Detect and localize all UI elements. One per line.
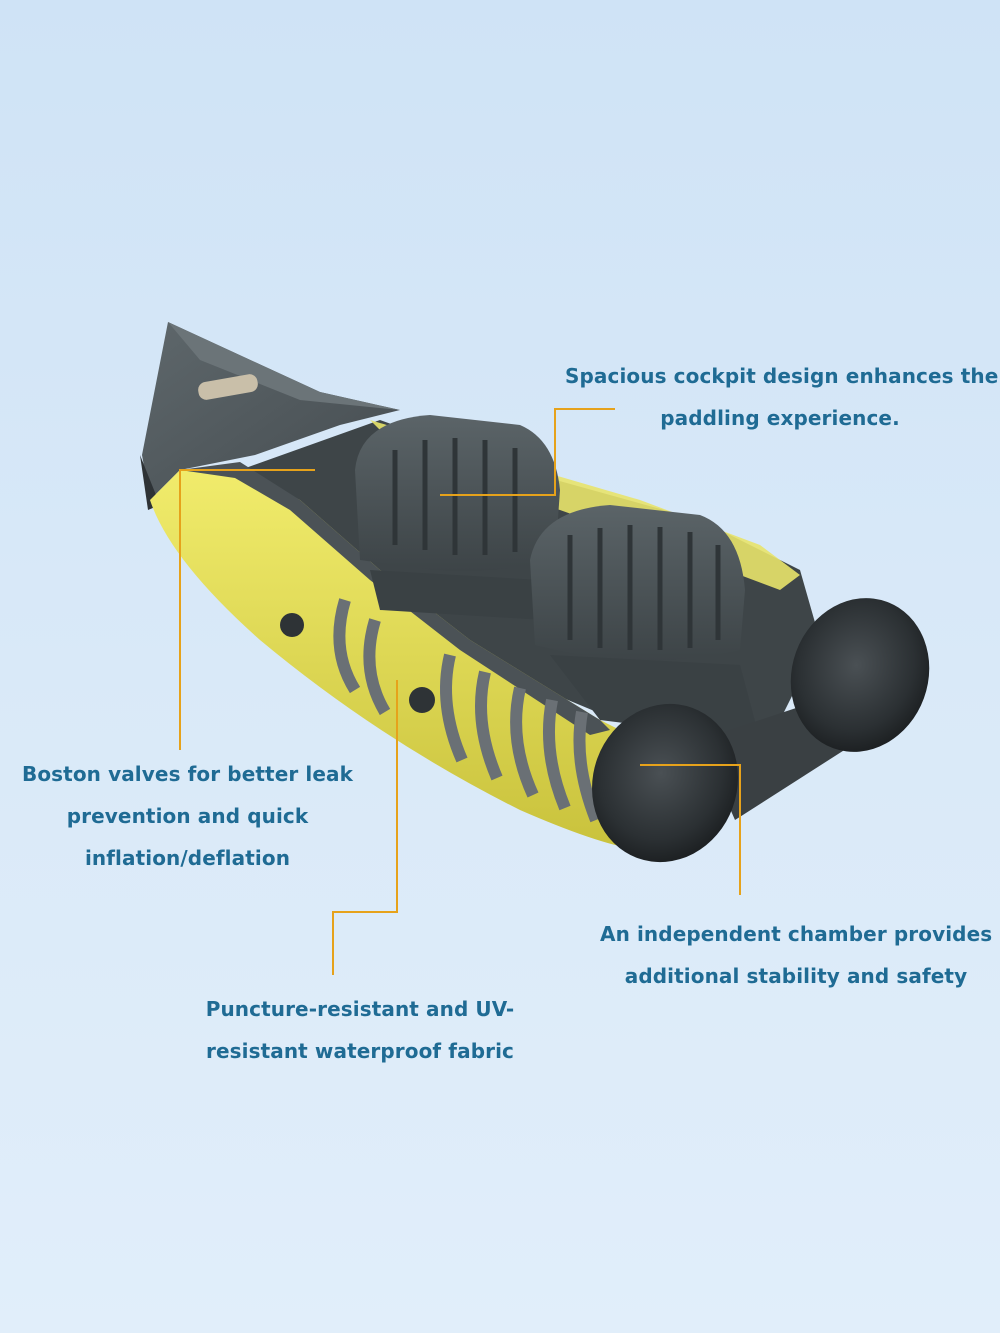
valves-caption-line3: inflation/deflation xyxy=(84,846,291,870)
chamber-caption-line1: An independent chamber provides xyxy=(600,922,993,946)
cockpit-caption-line1: Spacious cockpit design enhances the xyxy=(565,364,999,388)
chamber-caption: An independent chamber provides addition… xyxy=(600,913,992,997)
chamber-caption-line2: additional stability and safety xyxy=(624,964,968,988)
fabric-caption: Puncture-resistant and UV- resistant wat… xyxy=(200,988,520,1072)
fabric-caption-line2: resistant waterproof fabric xyxy=(206,1039,514,1063)
valves-caption-line1: Boston valves for better leak xyxy=(21,762,354,786)
leader-lines xyxy=(179,408,741,975)
fabric-caption-line1: Puncture-resistant and UV- xyxy=(205,997,515,1021)
valves-caption-line2: prevention and quick xyxy=(66,804,309,828)
cockpit-caption: Spacious cockpit design enhances the pad… xyxy=(565,355,999,439)
cockpit-caption-line2: paddling experience. xyxy=(660,406,900,430)
rear-seat xyxy=(355,415,560,620)
valves-caption: Boston valves for better leak prevention… xyxy=(20,753,355,879)
